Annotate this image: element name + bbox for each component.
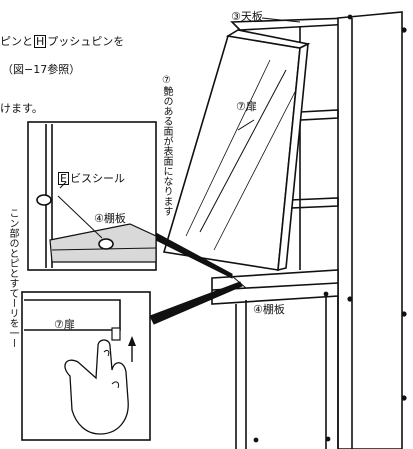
instruction-line-2: （図−17参照） xyxy=(2,63,81,76)
left-column-text: こン部のとピとすてーリを一ー xyxy=(6,128,18,428)
label-shelf-main: ④棚板 xyxy=(253,303,285,316)
instruction-line-1-suffix: プッシュピンを xyxy=(47,35,125,48)
left-column-chars: こン部のとピとすてーリを一ー xyxy=(7,208,18,348)
instruction-line-1-prefix: ピンと xyxy=(0,35,33,48)
vertical-note-text: 艶のある面が表面になります xyxy=(161,85,172,216)
callout-wedges xyxy=(149,231,247,325)
label-shelf-inset: ④棚板 xyxy=(94,212,126,225)
part-e-label: E xyxy=(58,172,69,185)
inset-lower xyxy=(21,291,151,441)
label-door-main: ⑦扉 xyxy=(236,100,257,113)
instruction-line-3: けます。 xyxy=(0,102,43,115)
screw-seal-text: ビスシール xyxy=(69,172,125,185)
inset-upper xyxy=(27,121,157,271)
door-panel xyxy=(162,17,311,272)
vertical-note-number: ⑦ xyxy=(161,74,172,86)
part-h-label: H xyxy=(34,35,47,48)
label-door-inset: ⑦扉 xyxy=(54,318,75,331)
label-top-panel: ③天板 xyxy=(231,10,263,23)
vertical-note: ⑦艶のある面が表面になります xyxy=(160,60,172,230)
